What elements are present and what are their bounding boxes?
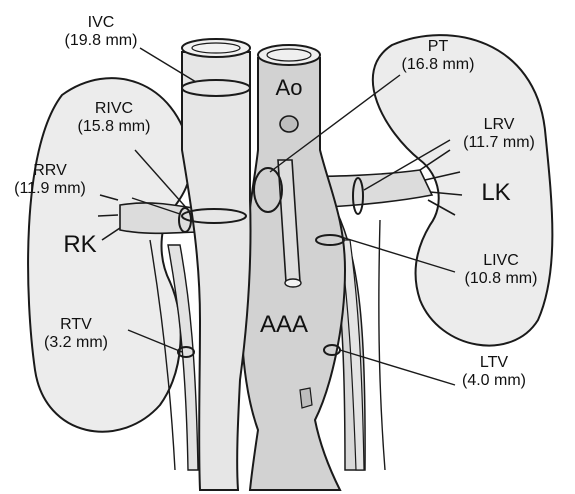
lrv-label: LRV (11.7 mm) xyxy=(446,116,552,152)
lk-label: LK xyxy=(466,180,526,207)
rk-label: RK xyxy=(50,232,110,259)
lrv-value: (11.7 mm) xyxy=(446,134,552,152)
rivc-value: (15.8 mm) xyxy=(62,118,166,136)
ivc-name: IVC xyxy=(46,14,156,32)
pt-label: PT (16.8 mm) xyxy=(386,38,490,74)
aaa-label: AAA xyxy=(244,312,324,339)
ima-stub xyxy=(300,388,312,408)
celiac-stub xyxy=(280,116,298,132)
rrv-name: RRV xyxy=(0,162,100,180)
ltv-name: LTV xyxy=(446,354,542,372)
livc-label: LIVC (10.8 mm) xyxy=(448,252,554,288)
rivc-label: RIVC (15.8 mm) xyxy=(62,100,166,136)
rrv-value: (11.9 mm) xyxy=(0,180,100,198)
pt-name: PT xyxy=(386,38,490,56)
ao-label: Ao xyxy=(264,76,314,101)
lrv-name: LRV xyxy=(446,116,552,134)
ivc-label: IVC (19.8 mm) xyxy=(46,14,156,50)
pt-value: (16.8 mm) xyxy=(386,56,490,74)
rivc-name: RIVC xyxy=(62,100,166,118)
rrv-label: RRV (11.9 mm) xyxy=(0,162,100,198)
rtv-label: RTV (3.2 mm) xyxy=(28,316,124,352)
livc-value: (10.8 mm) xyxy=(448,270,554,288)
ureter-left xyxy=(379,220,385,470)
ltv-value: (4.0 mm) xyxy=(446,372,542,390)
ltv-label: LTV (4.0 mm) xyxy=(446,354,542,390)
ivc-value: (19.8 mm) xyxy=(46,32,156,50)
livc-name: LIVC xyxy=(448,252,554,270)
rtv-name: RTV xyxy=(28,316,124,334)
rtv-value: (3.2 mm) xyxy=(28,334,124,352)
